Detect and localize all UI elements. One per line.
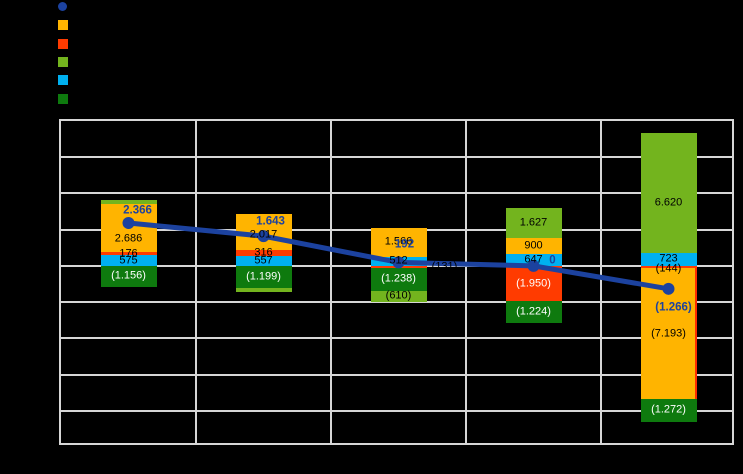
segment-label-cyan-1: 557 — [254, 254, 273, 267]
trend-point-4 — [662, 282, 675, 295]
segment-label-dark-green-4: (1.272) — [651, 403, 686, 416]
segment-label-orange-red-0: 176 — [119, 247, 138, 260]
segment-label-gold-0: 2.686 — [114, 232, 143, 245]
segment-label-cyan-3: 647 — [524, 253, 543, 266]
segment-label-cyan-4: 723 — [659, 252, 678, 265]
h-gridline — [61, 409, 732, 412]
trend-point-3 — [527, 259, 540, 272]
bar-segment-dark-green-4 — [640, 398, 697, 422]
bar-segment-dark-green-1 — [235, 265, 292, 288]
segment-label-dark-green-1: (1.199) — [246, 270, 281, 283]
bar-segment-dark-green-0 — [100, 265, 157, 287]
segment-label-cyan-0: 575 — [119, 254, 138, 267]
plot-area: 2.366 1.643 192 0 (1.266) 575 557 512 647 723 176 3… — [59, 119, 734, 445]
bar-segment-dark-green-3 — [505, 301, 562, 324]
bar-segment-light-green-3 — [505, 208, 562, 238]
bar-segment-orange-red-0 — [100, 252, 157, 256]
v-gridline — [330, 121, 332, 443]
segment-label-light-green-2: (610) — [385, 289, 412, 302]
segment-label-orange-red-3: (1.950) — [516, 277, 551, 290]
segment-label-dark-green-2: (1.238) — [381, 272, 416, 285]
legend-marker-gold-series — [58, 20, 68, 30]
bar-segment-cyan-0 — [100, 255, 157, 266]
trend-point-label-3: 0 — [549, 254, 556, 267]
segment-label-orange-red-4: (144) — [655, 262, 682, 275]
segment-label-gold-1: 2.017 — [249, 228, 278, 241]
trend-point-label-4: (1.266) — [655, 301, 692, 314]
legend-marker-light-green-series — [58, 57, 68, 67]
segment-label-gold-4: (7.193) — [651, 327, 686, 340]
bar-segment-gold-2 — [370, 228, 427, 257]
h-gridline — [61, 192, 732, 195]
v-gridline — [195, 121, 197, 443]
bar-segment-light-green-2 — [370, 290, 427, 302]
segment-label-gold-3: 900 — [524, 239, 543, 252]
legend-marker-orange-red-series — [58, 39, 68, 49]
trend-point-1 — [257, 230, 270, 243]
bar-segment-cyan-1 — [235, 255, 292, 266]
bar-segment-light-green-0 — [100, 199, 157, 204]
segment-label-orange-red-1: 316 — [254, 246, 273, 259]
trend-point-label-1: 1.643 — [256, 215, 285, 228]
legend-marker-dark-green-series — [58, 94, 68, 104]
segment-label-gold-2: 1.566 — [384, 235, 413, 248]
trend-point-2 — [392, 256, 405, 269]
bar-segment-gold-3 — [505, 237, 562, 255]
segment-label-light-green-3: 1.627 — [519, 216, 548, 229]
v-gridline — [600, 121, 602, 443]
legend-marker-line-series — [58, 2, 67, 11]
segment-label-light-green-4: 6.620 — [654, 196, 683, 209]
bar-segment-orange-red-4 — [640, 265, 697, 269]
bar-segment-light-green-1 — [235, 287, 292, 292]
segment-label-dark-green-0: (1.156) — [111, 269, 146, 282]
trend-point-label-0: 2.366 — [123, 204, 152, 217]
segment-label-dark-green-3: (1.224) — [516, 305, 551, 318]
trend-point-0 — [122, 217, 135, 230]
h-gridline — [61, 337, 732, 340]
trend-line-layer — [122, 217, 675, 295]
v-gridline — [465, 121, 467, 443]
bar-segment-dark-green-2 — [370, 268, 427, 291]
segment-label-cyan-2: 512 — [389, 254, 408, 267]
segment-label-orange-red-2: (131) — [431, 260, 458, 273]
h-gridline — [61, 156, 732, 159]
bar-segment-cyan-4 — [640, 252, 697, 266]
h-gridline — [61, 301, 732, 304]
h-gridline — [61, 373, 732, 376]
legend-marker-cyan-series — [58, 75, 68, 85]
bar-segment-orange-red-1 — [235, 250, 292, 256]
bar-segment-light-green-4 — [640, 132, 697, 253]
trend-point-label-2: 192 — [394, 238, 415, 251]
